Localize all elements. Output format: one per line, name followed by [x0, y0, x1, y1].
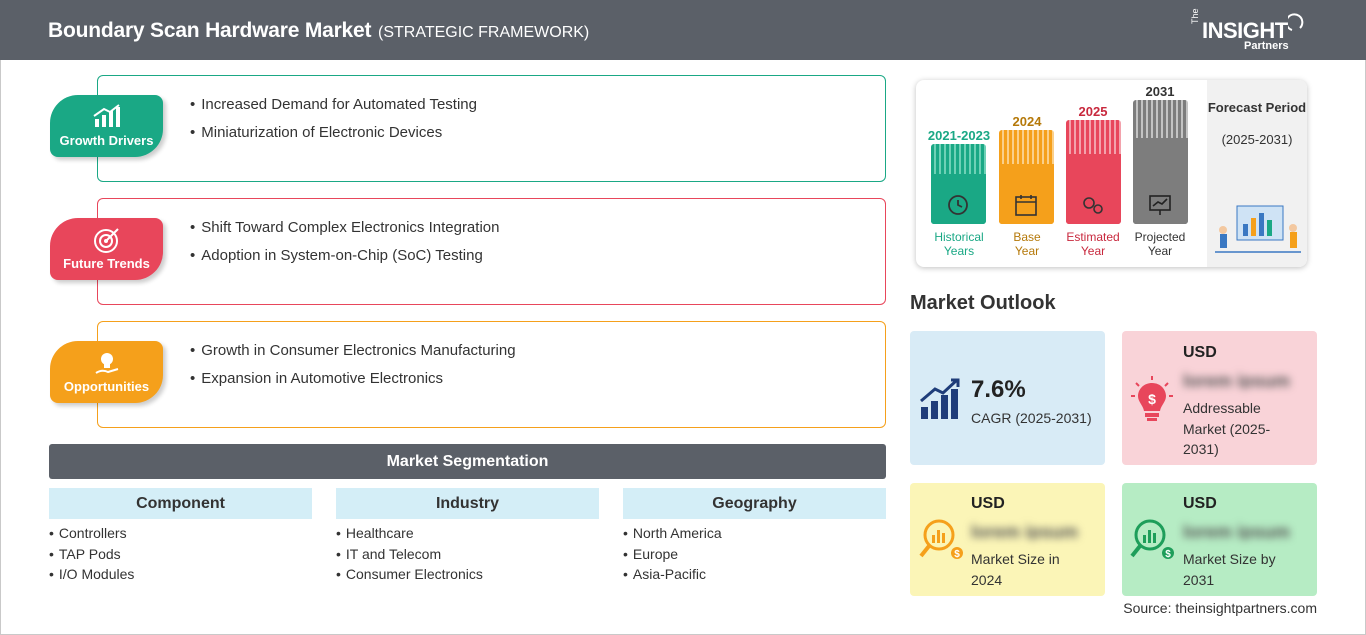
list-item: Growth in Consumer Electronics Manufactu…	[190, 342, 515, 370]
segmentation-title: Market Segmentation	[49, 444, 886, 479]
drivers-tag: Growth Drivers	[50, 95, 163, 157]
growth-chart-icon	[920, 378, 960, 419]
timeline-year: 2025	[1078, 104, 1108, 119]
forecast-title: Forecast Period	[1207, 100, 1307, 115]
segment-heading: Industry	[336, 488, 599, 519]
cagr-label: CAGR (2025-2031)	[971, 410, 1092, 426]
list-item: Europe	[623, 546, 886, 567]
cagr-box: 7.6% CAGR (2025-2031)	[910, 331, 1105, 465]
timeline-bar-base	[999, 130, 1054, 224]
calendar-icon	[1015, 195, 1037, 216]
market-size-2024-box: $ USD lorem ipsum Market Size in 2024	[910, 483, 1105, 596]
size-2031-label: Market Size by 2031	[1183, 551, 1276, 588]
svg-text:$: $	[1148, 391, 1156, 407]
list-item: Expansion in Automotive Electronics	[190, 370, 516, 398]
list-item: Asia-Pacific	[623, 566, 886, 587]
trends-tag: Future Trends	[50, 218, 163, 280]
size-2024-value: lorem ipsum	[971, 522, 1079, 540]
timeline-bar-projected	[1133, 100, 1188, 224]
forecast-period-panel: Forecast Period (2025-2031)	[1207, 80, 1307, 267]
size-2031-value: lorem ipsum	[1183, 522, 1291, 540]
source-link[interactable]: Source: theinsightpartners.com	[1123, 600, 1317, 616]
segment-geography: Geography North America Europe Asia-Paci…	[623, 488, 886, 587]
trends-card: Shift Toward Complex Electronics Integra…	[97, 198, 886, 305]
idea-hand-icon	[95, 353, 119, 374]
segment-component: Component Controllers TAP Pods I/O Modul…	[49, 488, 312, 587]
addressable-label: Addressable Market (2025-2031)	[1183, 400, 1271, 457]
lightbulb-dollar-icon: $	[1131, 376, 1173, 421]
list-item: Consumer Electronics	[336, 566, 599, 587]
opportunities-list: Growth in Consumer Electronics Manufactu…	[190, 342, 516, 398]
logo-arc-icon	[1288, 13, 1304, 31]
market-outlook-title: Market Outlook	[910, 292, 1056, 314]
list-item: IT and Telecom	[336, 546, 599, 567]
addressable-currency: USD	[1183, 344, 1217, 361]
addressable-market-box: $ USD lorem ipsum Addressable Market (20…	[1122, 331, 1317, 465]
list-item: Healthcare	[336, 525, 599, 546]
list-item: TAP Pods	[49, 546, 312, 567]
addressable-value: lorem ipsum	[1183, 371, 1291, 389]
cagr-value: 7.6%	[971, 376, 1026, 403]
analyst-illustration-icon	[1215, 205, 1301, 253]
segment-heading: Geography	[623, 488, 886, 519]
header-bar: Boundary Scan Hardware Market (STRATEGIC…	[0, 0, 1366, 60]
insight-partners-logo[interactable]: The INSIGHT Partners	[1190, 8, 1310, 52]
timeline-year: 2021-2023	[927, 128, 991, 143]
history-icon	[948, 195, 968, 215]
logo-partners: Partners	[1244, 40, 1289, 52]
drivers-list: Increased Demand for Automated Testing M…	[190, 96, 477, 152]
page-title: Boundary Scan Hardware Market	[48, 19, 372, 42]
svg-text:$: $	[1165, 549, 1171, 560]
forecast-range: (2025-2031)	[1221, 132, 1293, 147]
drivers-label: Growth Drivers	[59, 133, 154, 148]
segment-industry: Industry Healthcare IT and Telecom Consu…	[336, 488, 599, 587]
list-item: Shift Toward Complex Electronics Integra…	[190, 219, 499, 247]
timeline-bar-estimated	[1066, 120, 1121, 224]
timeline-bar-historical	[931, 144, 986, 224]
target-icon	[94, 228, 119, 253]
size-2031-currency: USD	[1183, 495, 1217, 512]
logo-the: The	[1190, 8, 1200, 24]
size-2024-currency: USD	[971, 495, 1005, 512]
segment-heading: Component	[49, 488, 312, 519]
svg-text:$: $	[954, 549, 960, 560]
logo-insight: INSIGHT	[1202, 18, 1288, 43]
presentation-icon	[1149, 195, 1171, 215]
magnifier-chart-icon: $	[1130, 519, 1174, 560]
opportunities-tag: Opportunities	[50, 341, 163, 403]
page-subtitle: (STRATEGIC FRAMEWORK)	[378, 24, 590, 41]
list-item: I/O Modules	[49, 566, 312, 587]
trends-label: Future Trends	[63, 256, 150, 271]
drivers-card: Increased Demand for Automated Testing M…	[97, 75, 886, 182]
list-item: Adoption in System-on-Chip (SoC) Testing	[190, 247, 499, 275]
gears-icon	[1083, 197, 1103, 214]
magnifier-chart-icon: $	[919, 519, 963, 560]
opportunities-card: Growth in Consumer Electronics Manufactu…	[97, 321, 886, 428]
market-size-2031-box: $ USD lorem ipsum Market Size by 2031	[1122, 483, 1317, 596]
list-item: Increased Demand for Automated Testing	[190, 96, 477, 124]
trends-list: Shift Toward Complex Electronics Integra…	[190, 219, 499, 275]
timeline-year: 2031	[1145, 84, 1175, 99]
size-2024-label: Market Size in 2024	[971, 551, 1060, 588]
opportunities-label: Opportunities	[63, 379, 150, 394]
list-item: North America	[623, 525, 886, 546]
growth-chart-icon	[93, 104, 120, 127]
list-item: Controllers	[49, 525, 312, 546]
list-item: Miniaturization of Electronic Devices	[190, 124, 477, 152]
timeline-year: 2024	[1012, 114, 1042, 129]
